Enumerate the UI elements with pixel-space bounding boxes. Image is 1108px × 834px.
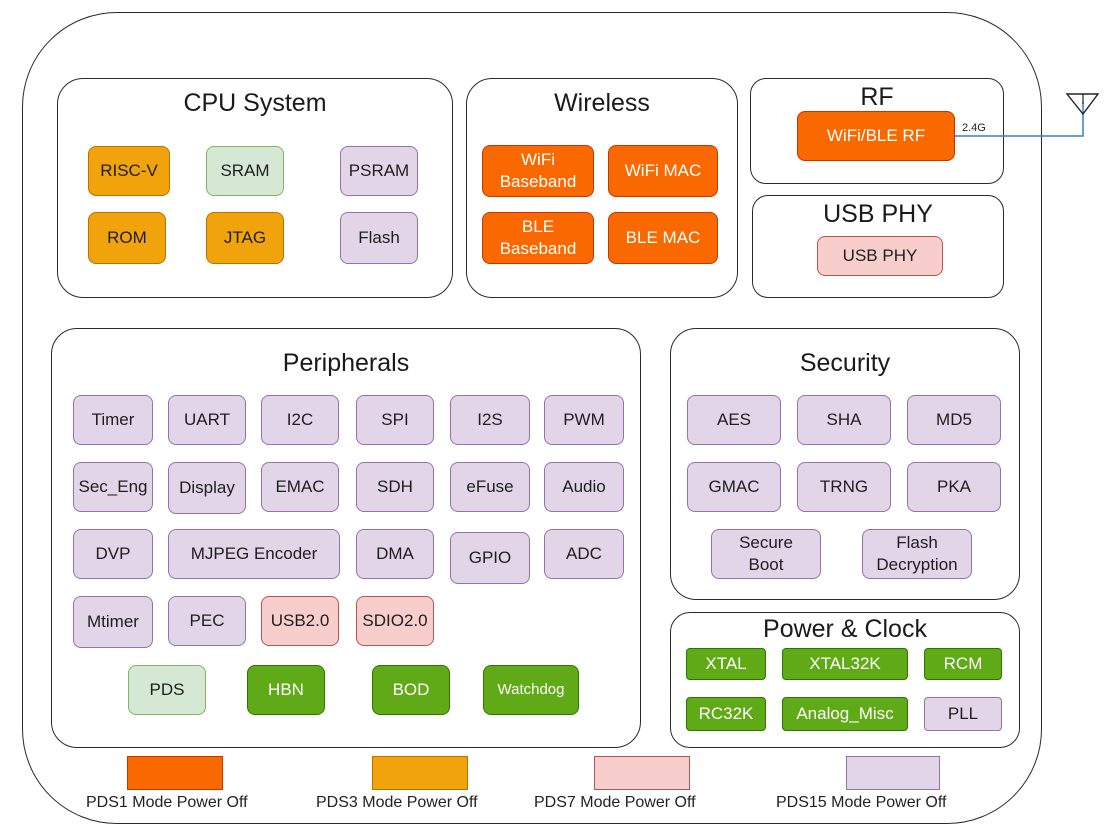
block-ble-mac: BLE MAC	[608, 212, 718, 264]
block-ble-baseband: BLE Baseband	[482, 212, 594, 264]
block-display: Display	[168, 462, 246, 514]
block-usb2: USB2.0	[261, 596, 339, 646]
block-aes: AES	[687, 395, 781, 445]
block-sram: SRAM	[206, 146, 284, 196]
block-risc-v: RISC-V	[88, 146, 170, 196]
legend-swatch-pds3	[372, 756, 468, 790]
legend-swatch-pds15	[846, 756, 940, 790]
legend-label-pds7: PDS7 Mode Power Off	[534, 794, 696, 811]
block-xtal32k: XTAL32K	[782, 648, 908, 680]
block-gmac: GMAC	[687, 462, 781, 512]
block-rcm: RCM	[924, 648, 1002, 680]
block-secure-boot: Secure Boot	[711, 529, 821, 579]
block-wifi-mac: WiFi MAC	[608, 145, 718, 197]
legend-swatch-pds1	[127, 756, 223, 790]
cpu-system-title: CPU System	[183, 89, 327, 117]
block-sdh: SDH	[356, 462, 434, 512]
block-psram: PSRAM	[340, 146, 418, 196]
block-flash-decryption: Flash Decryption	[862, 529, 972, 579]
legend-label-pds15: PDS15 Mode Power Off	[776, 794, 947, 811]
block-pec: PEC	[168, 596, 246, 646]
block-spi: SPI	[356, 395, 434, 445]
block-analog-misc: Analog_Misc	[782, 697, 908, 731]
legend-swatch-pds7	[594, 756, 690, 790]
block-gpio: GPIO	[450, 532, 530, 584]
block-emac: EMAC	[261, 462, 339, 512]
rf-title: RF	[860, 83, 894, 111]
block-pka: PKA	[907, 462, 1001, 512]
block-adc: ADC	[544, 529, 624, 579]
block-bod: BOD	[372, 665, 450, 715]
block-xtal: XTAL	[686, 648, 766, 680]
block-hbn: HBN	[247, 665, 325, 715]
power-clock-title: Power & Clock	[763, 615, 927, 643]
legend-label-pds1: PDS1 Mode Power Off	[86, 794, 248, 811]
rf-frequency-label: 2.4G	[962, 122, 986, 134]
security-title: Security	[799, 349, 891, 377]
wireless-title: Wireless	[554, 89, 650, 117]
block-pds: PDS	[128, 665, 206, 715]
block-wifi-ble-rf: WiFi/BLE RF	[797, 111, 955, 161]
block-audio: Audio	[544, 462, 624, 512]
block-trng: TRNG	[797, 462, 891, 512]
peripherals-title: Peripherals	[282, 349, 410, 377]
block-flash: Flash	[340, 212, 418, 264]
block-mtimer: Mtimer	[73, 596, 153, 648]
block-i2c: I2C	[261, 395, 339, 445]
block-usb-phy: USB PHY	[817, 236, 943, 276]
block-i2s: I2S	[450, 395, 530, 445]
block-sec-eng: Sec_Eng	[73, 462, 153, 512]
block-wifi-baseband: WiFi Baseband	[482, 145, 594, 197]
block-pwm: PWM	[544, 395, 624, 445]
block-rom: ROM	[88, 212, 166, 264]
block-timer: Timer	[73, 395, 153, 445]
block-dma: DMA	[356, 529, 434, 579]
block-rc32k: RC32K	[686, 697, 766, 731]
block-sha: SHA	[797, 395, 891, 445]
block-watchdog: Watchdog	[483, 665, 579, 715]
block-dvp: DVP	[73, 529, 153, 579]
block-sdio2: SDIO2.0	[356, 596, 434, 646]
block-mjpeg-encoder: MJPEG Encoder	[168, 529, 340, 579]
block-pll: PLL	[924, 697, 1002, 731]
block-md5: MD5	[907, 395, 1001, 445]
legend-label-pds3: PDS3 Mode Power Off	[316, 794, 478, 811]
block-efuse: eFuse	[450, 462, 530, 512]
usb-phy-title: USB PHY	[823, 200, 933, 228]
block-uart: UART	[168, 395, 246, 445]
block-jtag: JTAG	[206, 212, 284, 264]
chip-boundary	[22, 12, 1042, 824]
